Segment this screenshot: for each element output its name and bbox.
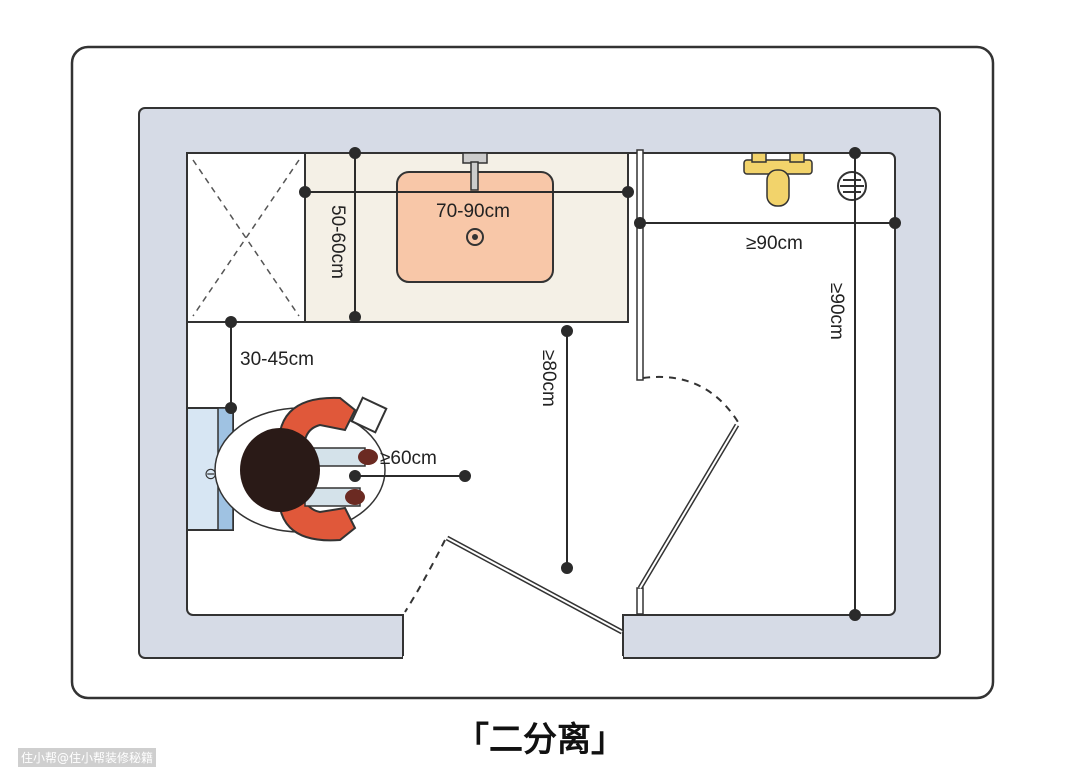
shower-area [186,152,306,323]
dimension-lines [225,147,901,621]
aisle-width-label: ≥80cm [538,350,559,407]
watermark: 住小帮@住小帮装修秘籍 [18,748,157,767]
toilet-icon [743,152,813,207]
svg-text:⊖: ⊖ [204,466,217,483]
vanity-depth-label: 50-60cm [327,205,348,279]
vanity-width-label: 70-90cm [436,201,510,222]
sink-drain-icon [466,228,484,246]
person-icon [214,396,388,542]
toilet-width-label: ≥90cm [746,233,803,254]
door-opening [404,612,622,660]
toilet-depth-label: ≥90cm [826,283,847,340]
front-clearance-label: ≥60cm [380,448,437,469]
page-title: 「二分离」 [455,720,625,760]
glass-partition [636,149,644,381]
floor-drain-icon [837,171,867,201]
tub-clearance-label: 30-45cm [240,349,314,370]
